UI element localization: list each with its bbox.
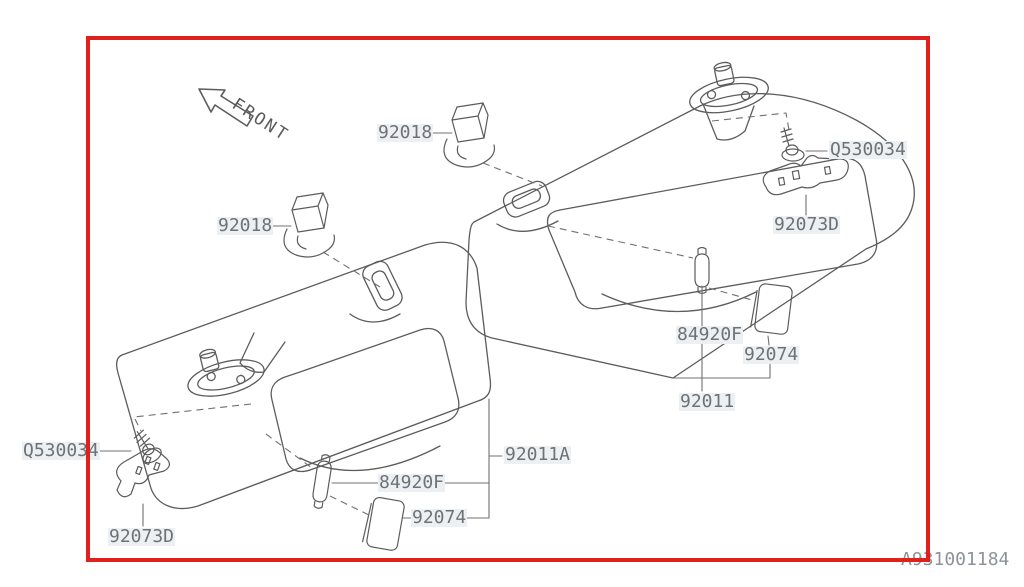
lens-left-drawing	[362, 496, 405, 551]
bulb-left-drawing	[311, 454, 333, 510]
screw-right-drawing	[781, 128, 804, 161]
right-visor-hook-slot	[501, 179, 552, 220]
left-visor-mirror	[271, 328, 459, 471]
hook-holder-left-drawing	[117, 449, 170, 497]
right-visor-mirror	[547, 158, 876, 309]
part-label-lens-right[interactable]: 92074	[743, 344, 800, 365]
front-arrow-icon	[199, 89, 253, 126]
part-label-bulb-left[interactable]: 84920F	[378, 472, 446, 493]
part-label-screw-right[interactable]: Q530034	[829, 139, 907, 160]
part-label-visor-right[interactable]: 92011	[679, 391, 736, 412]
left-visor-hook-slot	[360, 258, 405, 313]
left-visor-drawing	[117, 242, 491, 508]
part-label-clip-left[interactable]: 92018	[217, 215, 274, 236]
front-direction-arrow: FRONT	[199, 89, 293, 146]
drawing-number: A931001184	[901, 549, 1010, 570]
hook-holder-right-drawing	[763, 156, 848, 195]
assembly-dashed-lines	[134, 113, 789, 515]
part-label-screw-left[interactable]: Q530034	[22, 440, 100, 461]
clip-left-drawing	[284, 193, 334, 257]
screw-left-drawing	[129, 426, 164, 465]
part-label-hook-holder-left[interactable]: 92073D	[108, 526, 176, 547]
right-visor-pivot-mount	[683, 54, 771, 119]
left-visor-pivot-mount	[180, 338, 267, 403]
lens-right-drawing	[750, 283, 793, 335]
part-label-hook-holder-right[interactable]: 92073D	[773, 214, 841, 235]
right-visor-drawing	[466, 54, 914, 378]
part-label-lens-left[interactable]: 92074	[411, 507, 468, 528]
clip-right-drawing	[444, 103, 494, 167]
part-label-clip-right[interactable]: 92018	[377, 122, 434, 143]
part-label-bulb-right[interactable]: 84920F	[676, 324, 744, 345]
part-label-visor-left[interactable]: 92011A	[504, 444, 572, 465]
